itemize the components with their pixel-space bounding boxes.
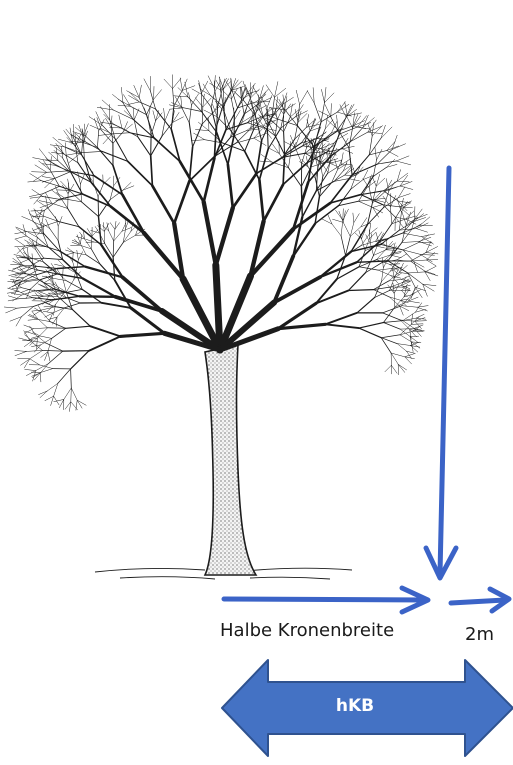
vertical-arrow — [426, 168, 456, 578]
two-meter-arrow — [451, 589, 509, 611]
hkb-label: hKB — [320, 696, 390, 716]
half-crown-width-label: Halbe Kronenbreite — [220, 620, 394, 641]
half-crown-width-arrow — [224, 588, 428, 612]
tree-icon — [4, 75, 438, 579]
two-meter-label: 2m — [465, 624, 494, 645]
